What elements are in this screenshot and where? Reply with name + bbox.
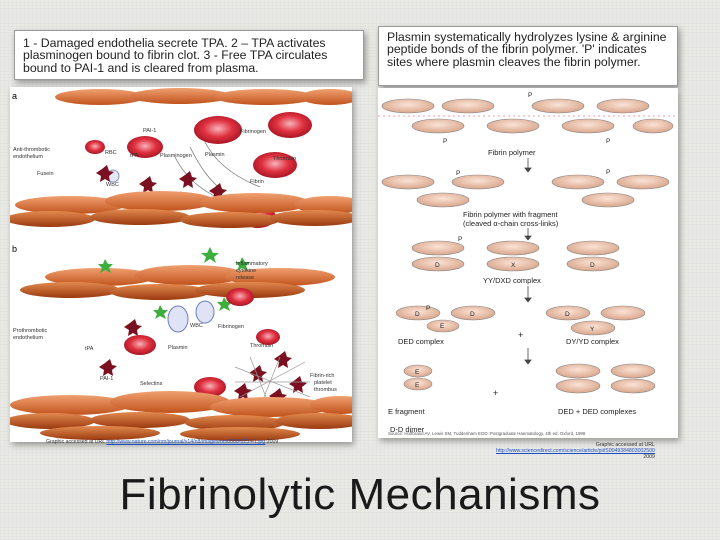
label-pai1-a: PAI-1 — [143, 128, 156, 134]
citation-right: Source: Hoffbrand AV, Lewis SM, Tuddenha… — [388, 431, 586, 436]
fibrin-degradation-diagram: P P P Fibrin polymer P P Fibrin polymer … — [378, 88, 678, 438]
caption-left: 1 - Damaged endothelia secrete TPA. 2 – … — [14, 30, 364, 80]
node-e-3: E — [415, 382, 420, 389]
label-pai1-b: PAI-1 — [100, 376, 113, 382]
label-fibrin-rich: Fibrin-rich — [310, 373, 334, 379]
node-e-2: E — [415, 369, 420, 376]
reaction-arrows — [524, 158, 532, 365]
page-title: Fibrinolytic Mechanisms — [119, 470, 601, 519]
node-y-1: Y — [590, 326, 595, 333]
plus-1: + — [518, 330, 523, 340]
label-wbc-a: WBC — [106, 182, 119, 188]
platelets-b — [99, 319, 307, 405]
p-site-5: P — [606, 169, 610, 176]
caption-right-text: Plasmin systematically hydrolyzes lysine… — [387, 30, 667, 69]
label-fusein: Fusein — [37, 171, 54, 177]
label-release: release — [236, 275, 254, 281]
ded-dy-row: P E D D D Y + DED complex DY/YD complex — [395, 305, 646, 346]
credit-right: Graphic accessed at URL http://www.scien… — [496, 442, 655, 460]
panel-a-letter: a — [12, 91, 17, 101]
label-plasmin-a: Plasmin — [205, 152, 225, 158]
node-d-1: D — [435, 262, 440, 269]
plus-2: + — [493, 388, 498, 398]
credit-left-prefix: Graphic accessed at URL — [46, 439, 105, 445]
node-d-4: D — [470, 311, 475, 318]
cleaved-polymer-row: P P Fibrin polymer with fragment (cleave… — [381, 169, 670, 228]
label-rbc-a: RBC — [105, 150, 117, 156]
p-site-7: P — [426, 305, 430, 312]
panel-b-letter: b — [12, 244, 17, 254]
label-plasmin-b: Plasmin — [168, 345, 188, 351]
label-endothelium-b: endothelium — [13, 335, 43, 341]
credit-left-link[interactable]: http://www.nature.com/nm/journal/v14/n8/… — [106, 439, 266, 445]
endothelium-top-b — [20, 265, 335, 300]
label-thrombin-b: Thrombin — [250, 343, 273, 349]
credit-right-link[interactable]: http://www.sciencedirect.com/science/art… — [496, 448, 655, 454]
fibrin-degradation-svg: P P P Fibrin polymer P P Fibrin polymer … — [378, 92, 678, 434]
p-site-6: P — [458, 236, 462, 243]
label-platelet: platelet — [314, 380, 332, 386]
endothelium-top-a — [55, 88, 352, 105]
cytokines-b — [98, 247, 250, 319]
node-d-5: D — [565, 311, 570, 318]
credit-right-date: 2009 — [643, 454, 655, 460]
label-antithrombotic: Anti-thrombotic — [13, 147, 50, 153]
endothelium-bottom-a — [10, 191, 352, 228]
label-ded-ded: DED + DED complexes — [558, 407, 636, 416]
label-endothelium-a: endothelium — [13, 154, 43, 160]
label-tpa-a: tPA — [130, 153, 139, 159]
label-ded-complex: DED complex — [398, 337, 444, 346]
label-prothrombotic: Prothrombotic — [13, 328, 47, 334]
node-d-3: D — [415, 311, 420, 318]
label-inflammatory: Inflammatory — [236, 261, 268, 267]
label-fibrin-polymer: Fibrin polymer — [488, 148, 536, 157]
label-wbc-b: WBC — [190, 323, 203, 329]
label-fpt-line1: Fibrin polymer with fragment — [463, 210, 559, 219]
p-site-1: P — [528, 92, 532, 99]
label-e-fragment: E fragment — [388, 407, 426, 416]
yy-dxd-row: P D X D YY/DXD complex — [411, 236, 620, 285]
label-fpt-line2: (cleaved α-chain cross-links) — [463, 219, 559, 228]
label-yy-dxd: YY/DXD complex — [483, 276, 541, 285]
label-tpa-b: tPA — [85, 346, 94, 352]
node-x-1: X — [511, 262, 516, 269]
endothelium-bottom-b — [10, 391, 352, 441]
caption-right: Plasmin systematically hydrolyzes lysine… — [378, 26, 678, 86]
label-dy-yd: DY/YD complex — [566, 337, 619, 346]
node-d-2: D — [590, 262, 595, 269]
label-selectins: Selectins — [140, 381, 163, 387]
label-thrombin-a: Thrombin — [273, 156, 296, 162]
final-products-row: E E E fragment D-D dimer + DED + DED com… — [388, 363, 656, 434]
platelets-a — [96, 165, 227, 200]
credit-left-date: 2009 — [266, 439, 279, 445]
white-blood-cells-b — [167, 300, 215, 333]
label-fibrinogen-b: Fibrinogen — [218, 324, 244, 330]
label-thrombus: thrombus — [314, 387, 337, 393]
label-cytokine: cytokine — [236, 268, 256, 274]
label-fibrin-a: Fibrin — [250, 179, 264, 185]
label-plasminogen-a: Plasminogen — [160, 153, 192, 159]
label-dd-dimer: D-D dimer — [390, 425, 425, 434]
fibrin-polymer-row: P P P Fibrin polymer — [378, 92, 678, 157]
p-site-4: P — [456, 170, 460, 177]
p-site-3: P — [606, 138, 610, 145]
credit-right-prefix: Graphic accessed at URL — [595, 442, 655, 448]
caption-left-text: 1 - Damaged endothelia secrete TPA. 2 – … — [23, 36, 328, 75]
fibrinolysis-diagram: a PAI-1 Fibrinogen Anti-thrombotic endot… — [10, 88, 352, 441]
red-blood-cells-b — [124, 288, 280, 397]
node-e-1: E — [440, 323, 445, 330]
label-fibrinogen-a: Fibrinogen — [240, 129, 266, 135]
p-site-2: P — [443, 138, 447, 145]
fibrinolysis-illustration: a PAI-1 Fibrinogen Anti-thrombotic endot… — [10, 87, 352, 442]
credit-left: Graphic accessed at URL http://www.natur… — [46, 439, 278, 445]
